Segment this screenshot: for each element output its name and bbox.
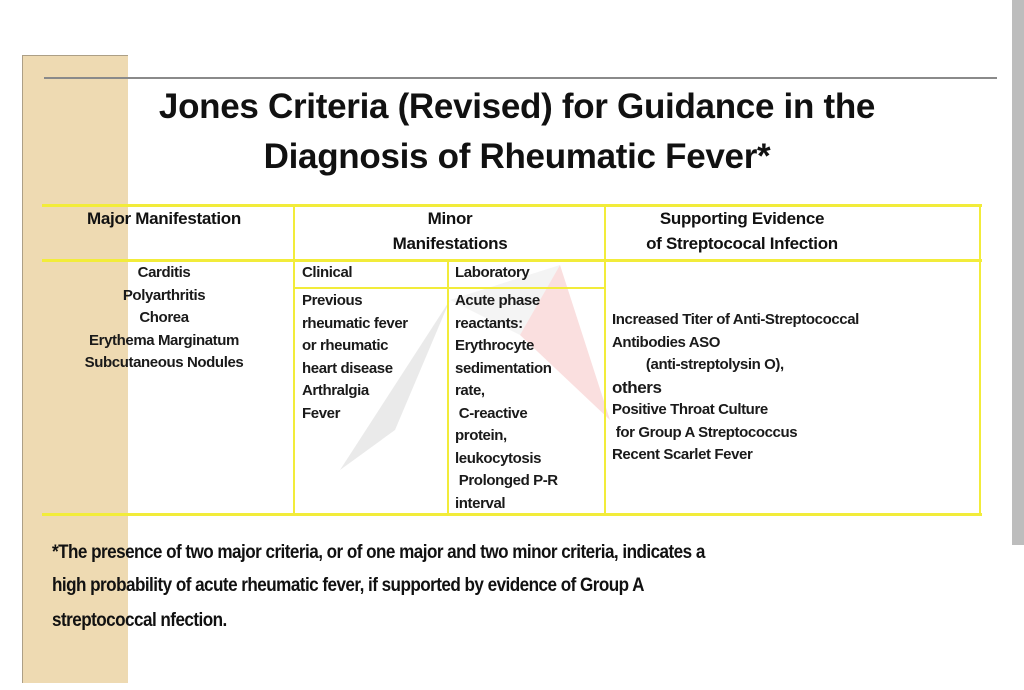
table-divider-1 <box>293 204 295 516</box>
slide-title-line1: Jones Criteria (Revised) for Guidance in… <box>158 87 876 126</box>
clinical-item: Arthralgia <box>302 382 369 399</box>
title-rule <box>44 77 997 79</box>
laboratory-list: Acute phase reactants: Erythrocyte sedim… <box>455 290 558 515</box>
major-item: Chorea <box>139 309 189 326</box>
laboratory-item: Prolonged P-R <box>455 472 558 489</box>
table-border-right <box>979 204 981 516</box>
header-supporting: Supporting Evidence of Streptococal Infe… <box>646 209 838 253</box>
laboratory-item: C-reactive <box>455 404 528 422</box>
table-border-top <box>42 204 982 207</box>
laboratory-item: leukocytosis <box>455 449 542 467</box>
footnote-line: *The presence of two major criteria, or … <box>52 542 705 563</box>
header-major: Major Manifestation <box>87 209 241 228</box>
laboratory-item: protein, <box>455 427 507 444</box>
laboratory-item: Erythrocyte <box>455 337 534 354</box>
laboratory-item: Acute phase <box>455 292 540 309</box>
subheader-clinical: Clinical <box>302 264 353 281</box>
supporting-item: Increased Titer of Anti-Streptococcal <box>612 311 859 328</box>
major-list: Carditis Polyarthritis Chorea Erythema M… <box>44 262 284 375</box>
supporting-item: for Group A Streptococcus <box>612 423 798 441</box>
laboratory-item: sedimentation <box>455 359 552 377</box>
major-item: Subcutaneous Nodules <box>84 354 244 371</box>
major-item: Polyarthritis <box>122 286 206 304</box>
supporting-list: Increased Titer of Anti-Streptococcal An… <box>612 309 859 467</box>
supporting-item: Recent Scarlet Fever <box>612 446 753 463</box>
footnote-line: streptococcal nfection. <box>52 610 227 631</box>
table-divider-3 <box>604 204 606 516</box>
slide-title-line2: Diagnosis of Rheumatic Fever* <box>263 137 771 176</box>
scrollbar[interactable] <box>1012 0 1024 545</box>
major-item: Carditis <box>137 264 191 281</box>
slide-accent-bar <box>22 55 128 683</box>
supporting-item: (anti-streptolysin O), <box>612 356 784 373</box>
subheader-laboratory: Laboratory <box>455 264 530 281</box>
laboratory-item: rate, <box>455 382 485 399</box>
footnote-line: high probability of acute rheumatic feve… <box>52 575 644 596</box>
clinical-item: Fever <box>302 404 341 422</box>
supporting-item: others <box>612 377 662 397</box>
clinical-item: rheumatic fever <box>302 314 408 332</box>
major-item: Erythema Marginatum <box>89 331 239 349</box>
table-border-subheader <box>294 287 606 289</box>
clinical-item: Previous <box>302 292 363 309</box>
laboratory-item: reactants: <box>455 314 523 332</box>
laboratory-item: interval <box>455 494 506 512</box>
table-border-bottom <box>42 513 982 516</box>
clinical-item: or rheumatic <box>302 337 389 354</box>
header-minor: Minor Manifestations <box>392 209 508 253</box>
supporting-item: Antibodies ASO <box>612 333 721 351</box>
table-divider-2 <box>447 260 449 516</box>
table-border-header <box>42 259 982 262</box>
supporting-item: Positive Throat Culture <box>612 401 768 418</box>
clinical-list: Previous rheumatic fever or rheumatic he… <box>302 290 408 425</box>
clinical-item: heart disease <box>302 359 393 377</box>
